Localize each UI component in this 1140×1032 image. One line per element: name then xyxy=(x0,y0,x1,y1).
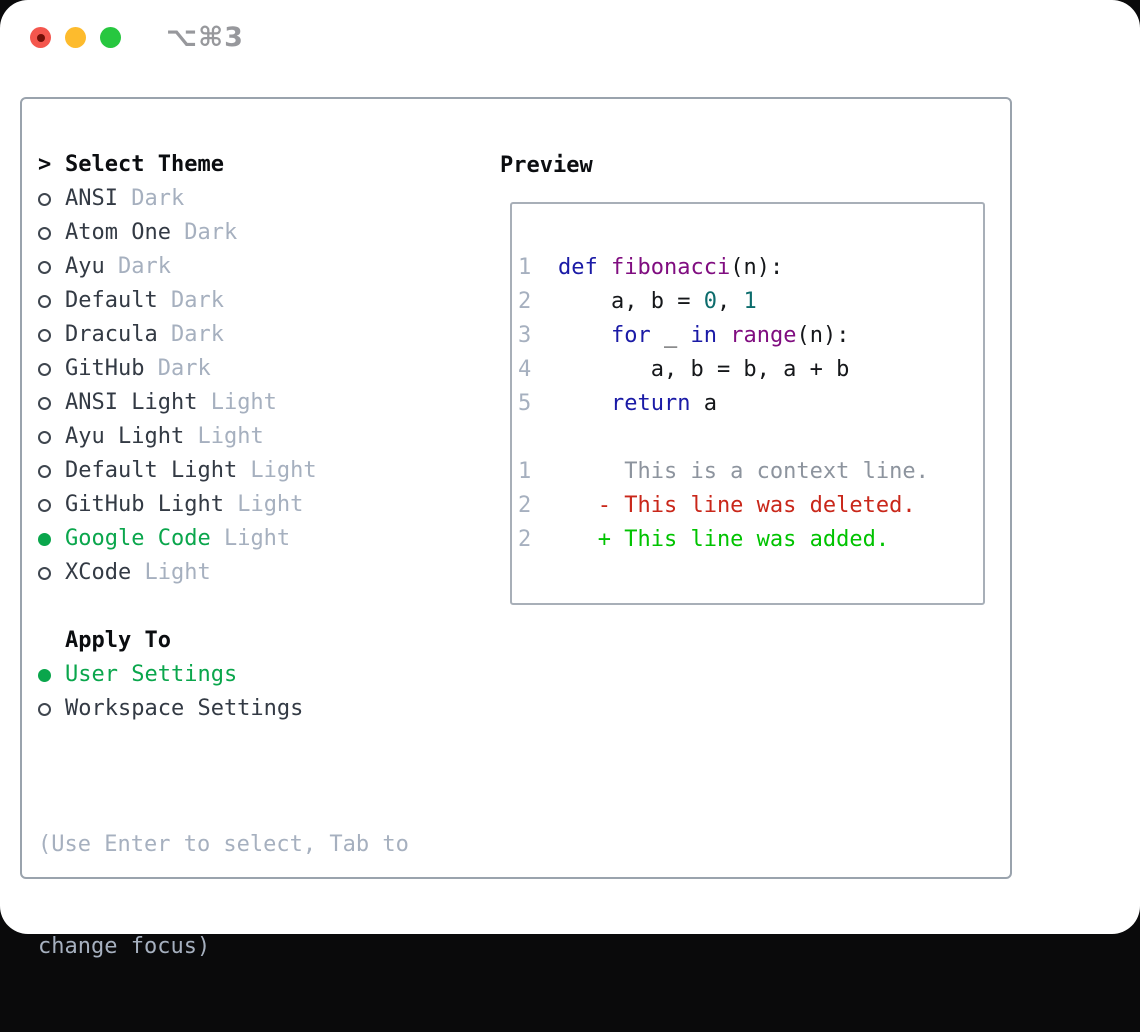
theme-name: Ayu Light xyxy=(65,424,185,449)
apply-option-user-settings[interactable]: User Settings xyxy=(38,658,409,692)
radio-icon xyxy=(38,362,51,376)
apply-to-header: Apply To xyxy=(38,624,409,658)
window-title: ⌥⌘3 xyxy=(166,22,244,53)
selected-radio-icon xyxy=(38,668,51,682)
theme-item-google-code[interactable]: Google Code Light xyxy=(38,522,409,556)
theme-name: Atom One xyxy=(65,220,171,245)
select-theme-header: > Select Theme xyxy=(38,148,409,182)
theme-variant: Light xyxy=(223,492,304,517)
theme-item-ansi[interactable]: ANSI Dark xyxy=(38,182,409,216)
theme-variant: Dark xyxy=(117,186,185,211)
theme-variant: Light xyxy=(131,560,211,585)
radio-icon xyxy=(38,498,51,512)
theme-variant: Dark xyxy=(104,254,171,279)
radio-icon xyxy=(38,328,51,342)
hint-line-2: change focus) xyxy=(38,934,211,959)
code-line: 4 a, b = b, a + b xyxy=(518,353,983,387)
radio-icon xyxy=(38,192,51,206)
line-number: 2 xyxy=(518,289,532,314)
theme-item-ayu[interactable]: Ayu Dark xyxy=(38,250,409,284)
theme-item-github-light[interactable]: GitHub Light Light xyxy=(38,488,409,522)
theme-variant: Light xyxy=(237,458,317,483)
theme-variant: Dark xyxy=(157,288,224,313)
radio-icon xyxy=(38,226,51,240)
apply-option-name: User Settings xyxy=(65,662,238,687)
line-number: 4 xyxy=(518,357,532,382)
theme-name: Dracula xyxy=(65,322,158,347)
apply-option-workspace-settings[interactable]: Workspace Settings xyxy=(38,692,409,726)
diff-sample: 1 This is a context line.2 - This line w… xyxy=(518,455,983,557)
theme-name: ANSI xyxy=(65,186,118,211)
diff-line-deleted: 2 - This line was deleted. xyxy=(518,489,983,523)
theme-name: Default xyxy=(65,288,158,313)
code-line: 3 for _ in range(n): xyxy=(518,319,983,353)
theme-name: GitHub Light xyxy=(65,492,224,517)
zoom-button[interactable] xyxy=(100,27,121,48)
diff-line-added: 2 + This line was added. xyxy=(518,523,983,557)
theme-item-ansi-light[interactable]: ANSI Light Light xyxy=(38,386,409,420)
line-number: 1 xyxy=(518,459,532,484)
radio-icon xyxy=(38,260,51,274)
select-theme-label: Select Theme xyxy=(65,152,224,177)
radio-icon xyxy=(38,396,51,410)
keyboard-hint: (Use Enter to select, Tab to change focu… xyxy=(38,760,409,1032)
theme-name: Ayu xyxy=(65,254,105,279)
line-number: 5 xyxy=(518,391,532,416)
theme-item-github[interactable]: GitHub Dark xyxy=(38,352,409,386)
theme-name: ANSI Light xyxy=(65,390,198,415)
line-number: 1 xyxy=(518,255,532,280)
theme-item-atom-one[interactable]: Atom One Dark xyxy=(38,216,409,250)
theme-name: GitHub xyxy=(65,356,145,381)
code-line: 5 return a xyxy=(518,387,983,421)
line-number: 2 xyxy=(518,527,532,552)
diff-line-context: 1 This is a context line. xyxy=(518,455,983,489)
theme-name: Google Code xyxy=(65,526,211,551)
selection-caret-icon: > xyxy=(38,152,52,177)
radio-icon xyxy=(38,566,51,580)
selected-radio-icon xyxy=(38,532,51,546)
theme-variant: Dark xyxy=(157,322,224,347)
theme-item-default[interactable]: Default Dark xyxy=(38,284,409,318)
line-number: 3 xyxy=(518,323,532,348)
theme-item-dracula[interactable]: Dracula Dark xyxy=(38,318,409,352)
preview-label: Preview xyxy=(500,152,593,178)
radio-icon xyxy=(38,430,51,444)
apply-to-label: Apply To xyxy=(65,628,171,653)
radio-icon xyxy=(38,702,51,716)
hint-line-1: (Use Enter to select, Tab to xyxy=(38,832,409,857)
close-button[interactable] xyxy=(30,27,51,48)
theme-variant: Light xyxy=(197,390,277,415)
theme-name: Default Light xyxy=(65,458,238,483)
theme-item-xcode[interactable]: XCode Light xyxy=(38,556,409,590)
theme-item-ayu-light[interactable]: Ayu Light Light xyxy=(38,420,409,454)
apply-option-name: Workspace Settings xyxy=(65,696,304,721)
minimize-button[interactable] xyxy=(65,27,86,48)
code-line: 2 a, b = 0, 1 xyxy=(518,285,983,319)
theme-item-default-light[interactable]: Default Light Light xyxy=(38,454,409,488)
theme-variant: Light xyxy=(210,526,291,551)
theme-name: XCode xyxy=(65,560,132,585)
radio-icon xyxy=(38,464,51,478)
theme-variant: Dark xyxy=(170,220,238,245)
theme-variant: Dark xyxy=(144,356,211,381)
theme-variant: Light xyxy=(184,424,264,449)
line-number: 2 xyxy=(518,493,532,518)
radio-icon xyxy=(38,294,51,308)
